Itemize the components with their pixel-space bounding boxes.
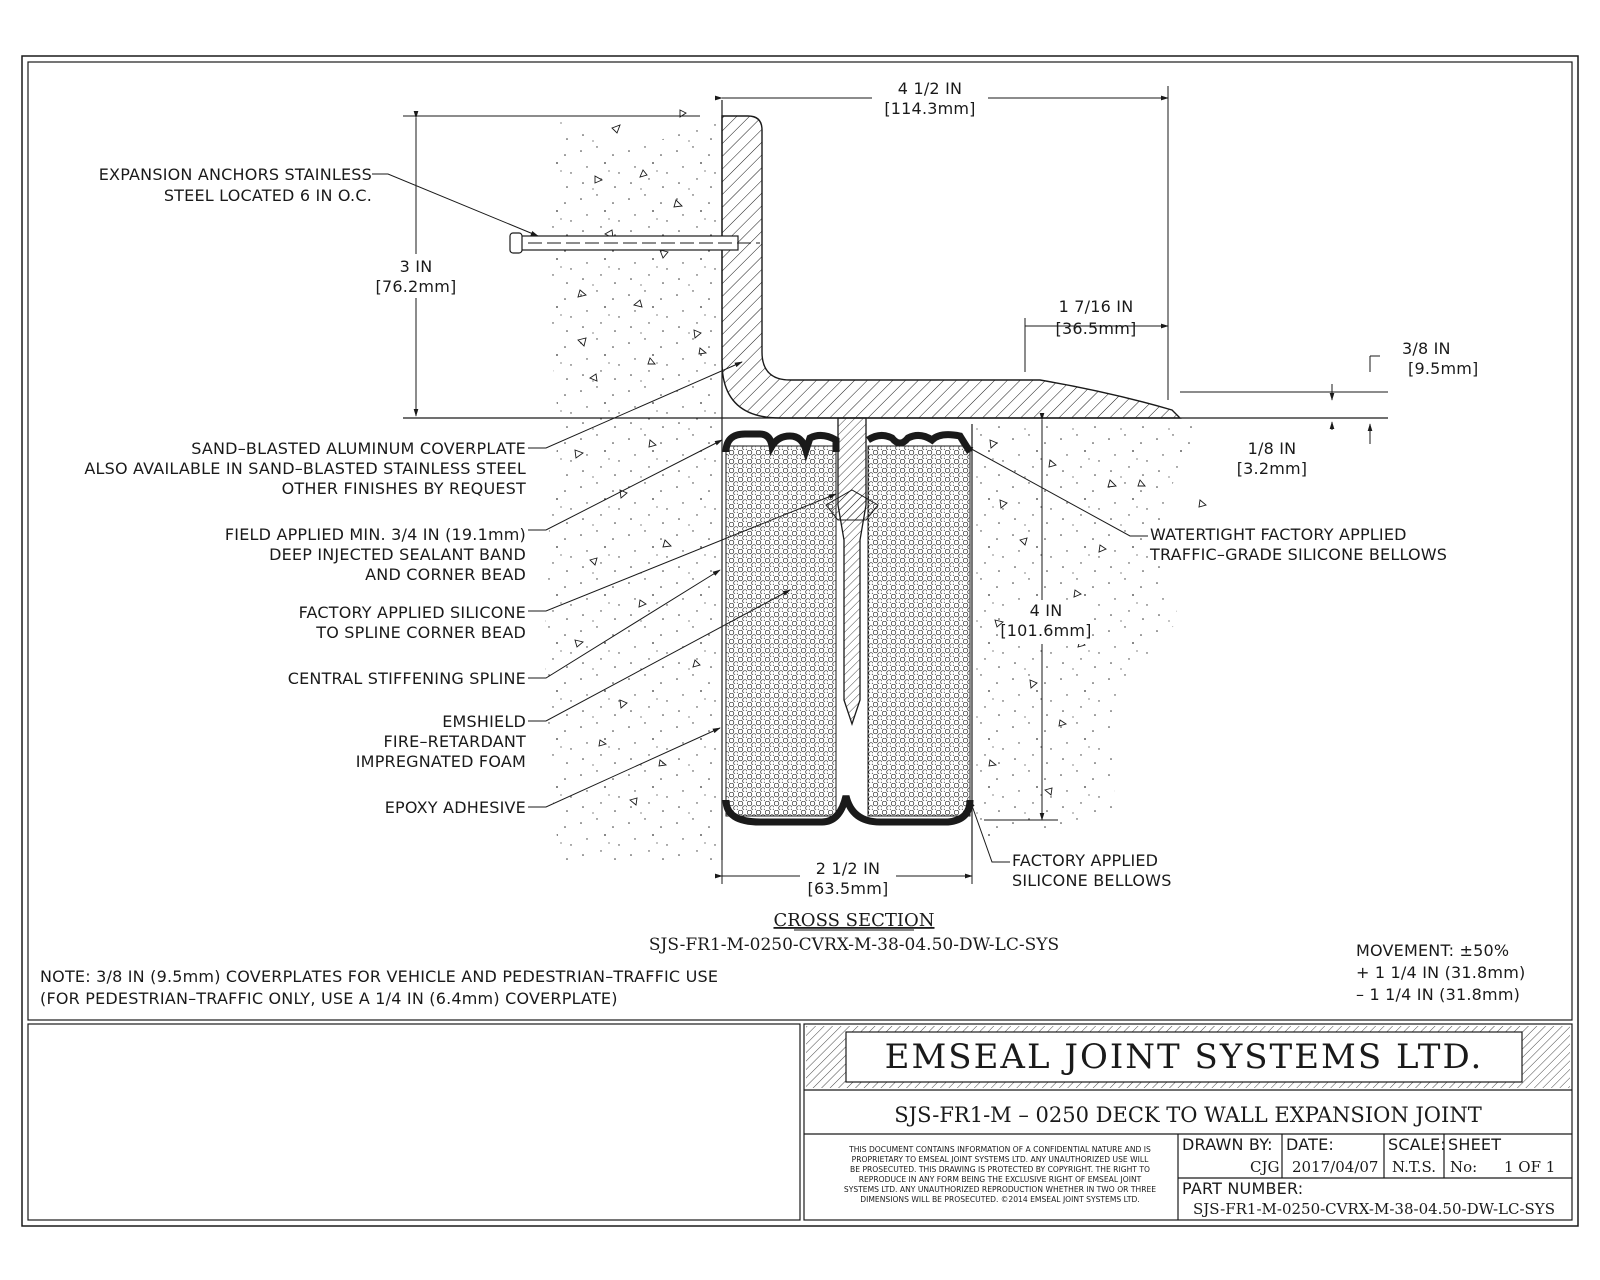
svg-text:[101.6mm]: [101.6mm] [1000,621,1091,640]
svg-text:EMSHIELD: EMSHIELD [442,712,526,731]
svg-text:FIRE–RETARDANT: FIRE–RETARDANT [384,732,527,751]
callout-sealant-band: FIELD APPLIED MIN. 3/4 IN (19.1mm) DEEP … [225,525,526,584]
dim-width-top: 4 1/2 IN [114.3mm] [872,79,988,118]
section-title: CROSS SECTION SJS-FR1-M-0250-CVRX-M-38-0… [649,910,1059,955]
drawn-by-label: DRAWN BY: [1182,1135,1273,1154]
central-stiffening-spline [837,417,867,727]
svg-text:4 IN: 4 IN [1030,601,1063,620]
date-label: DATE: [1286,1135,1334,1154]
company-name: EMSEAL JOINT SYSTEMS LTD. [885,1037,1484,1077]
aluminum-coverplate [721,115,1182,419]
svg-text:FACTORY APPLIED SILICONE: FACTORY APPLIED SILICONE [299,603,526,622]
foam-block-left [725,445,837,817]
callout-anchors: EXPANSION ANCHORS STAINLESS STEEL LOCATE… [99,165,372,205]
dim-plate-thickness: 3/8 IN [9.5mm] [1402,339,1479,378]
svg-text:FIELD APPLIED MIN. 3/4 IN (19.: FIELD APPLIED MIN. 3/4 IN (19.1mm) [225,525,526,544]
concrete-wall [545,118,722,860]
svg-text:PROPRIETARY TO EMSEAL JOINT SY: PROPRIETARY TO EMSEAL JOINT SYSTEMS LTD.… [852,1155,1149,1164]
drawn-by: CJG [1250,1158,1279,1176]
expansion-anchor [509,232,760,254]
sheet-label: SHEET [1448,1135,1501,1154]
blank-box [27,1023,801,1221]
svg-text:DIMENSIONS WILL BE PROSECUTED.: DIMENSIONS WILL BE PROSECUTED. ©2014 EMS… [860,1195,1139,1204]
scale: N.T.S. [1392,1158,1436,1176]
svg-text:NOTE: 3/8 IN (9.5mm) COVERPLA: NOTE: 3/8 IN (9.5mm) COVERPLATES FOR VEH… [40,967,718,986]
svg-text:– 1 1/4 IN (31.8mm): – 1 1/4 IN (31.8mm) [1356,985,1520,1004]
inner-border [27,61,1573,1021]
scale-label: SCALE: [1388,1135,1446,1154]
sheet-no: 1 OF 1 [1504,1158,1555,1176]
disclaimer: THIS DOCUMENT CONTAINS INFORMATION OF A … [844,1145,1156,1204]
svg-text:EPOXY ADHESIVE: EPOXY ADHESIVE [385,798,526,817]
foam-block-right [867,445,971,817]
date: 2017/04/07 [1292,1158,1378,1176]
svg-text:CROSS SECTION: CROSS SECTION [773,910,934,931]
callout-coverplate: SAND–BLASTED ALUMINUM COVERPLATE ALSO AV… [84,439,526,498]
svg-text:FACTORY APPLIED: FACTORY APPLIED [1012,851,1158,870]
svg-text:1 7/16 IN: 1 7/16 IN [1059,297,1134,316]
dim-height-left: 3 IN [76.2mm] [376,254,458,298]
aggregate-marks [574,109,1207,806]
svg-text:STEEL LOCATED 6 IN O.C.: STEEL LOCATED 6 IN O.C. [164,186,372,205]
callout-factory-bellows: FACTORY APPLIED SILICONE BELLOWS [1012,851,1172,890]
svg-text:SJS-FR1-M-0250-CVRX-M-38-04.50: SJS-FR1-M-0250-CVRX-M-38-04.50-DW-LC-SYS [649,935,1059,955]
outer-border [21,55,1579,1227]
svg-text:3 IN: 3 IN [400,257,433,276]
svg-text:[114.3mm]: [114.3mm] [884,99,975,118]
dim-joint-width: 2 1/2 IN [63.5mm] [800,859,896,900]
callout-watertight-bellows: WATERTIGHT FACTORY APPLIED TRAFFIC–GRADE… [1149,525,1447,564]
svg-text:AND CORNER BEAD: AND CORNER BEAD [365,565,526,584]
svg-text:WATERTIGHT FACTORY APPLIED: WATERTIGHT FACTORY APPLIED [1150,525,1407,544]
part-number-label: PART NUMBER: [1182,1179,1303,1198]
note: NOTE: 3/8 IN (9.5mm) COVERPLATES FOR VEH… [40,967,718,1008]
callout-epoxy: EPOXY ADHESIVE [385,798,526,817]
title-block [803,1023,1573,1221]
drawing-title: SJS-FR1-M – 0250 DECK TO WALL EXPANSION … [894,1103,1481,1127]
callout-foam: EMSHIELD FIRE–RETARDANT IMPREGNATED FOAM [356,712,526,771]
svg-text:OTHER FINISHES BY REQUEST: OTHER FINISHES BY REQUEST [282,479,526,498]
movement: MOVEMENT: ±50% + 1 1/4 IN (31.8mm) – 1 1… [1356,941,1525,1004]
svg-text:(FOR PEDESTRIAN–TRAFFIC ONLY,: (FOR PEDESTRIAN–TRAFFIC ONLY, USE A 1/4 … [40,989,618,1008]
svg-text:[36.5mm]: [36.5mm] [1056,319,1137,338]
svg-text:SYSTEMS LTD. ANY UNAUTHORIZED: SYSTEMS LTD. ANY UNAUTHORIZED REPRODUCTI… [844,1185,1156,1194]
svg-text:MOVEMENT: ±50%: MOVEMENT: ±50% [1356,941,1509,960]
callout-spline-bead: FACTORY APPLIED SILICONE TO SPLINE CORNE… [299,603,526,642]
svg-text:BE PROSECUTED. THIS DRAWING IS: BE PROSECUTED. THIS DRAWING IS PROTECTED… [850,1165,1150,1174]
svg-text:ALSO AVAILABLE IN SAND–BLASTED: ALSO AVAILABLE IN SAND–BLASTED STAINLESS… [84,459,526,478]
dim-edge: 1/8 IN [3.2mm] [1237,439,1308,478]
svg-text:EXPANSION ANCHORS STAINLESS: EXPANSION ANCHORS STAINLESS [99,165,372,184]
svg-text:TO SPLINE CORNER BEAD: TO SPLINE CORNER BEAD [315,623,526,642]
svg-text:[63.5mm]: [63.5mm] [808,879,889,898]
svg-text:4 1/2 IN: 4 1/2 IN [898,79,962,98]
callout-spline: CENTRAL STIFFENING SPLINE [288,669,526,688]
silicone-bellows-bottom [722,795,974,826]
svg-text:TRAFFIC–GRADE SILICONE BELLOWS: TRAFFIC–GRADE SILICONE BELLOWS [1149,545,1447,564]
svg-text:[76.2mm]: [76.2mm] [376,277,457,296]
svg-text:SAND–BLASTED ALUMINUM COVERPLA: SAND–BLASTED ALUMINUM COVERPLATE [191,439,526,458]
dim-offset: 1 7/16 IN [36.5mm] [1056,297,1137,338]
svg-text:DEEP INJECTED SEALANT BAND: DEEP INJECTED SEALANT BAND [269,545,526,564]
svg-text:REPRODUCE IN ANY FORM BEING TH: REPRODUCE IN ANY FORM BEING THE EXCLUSIV… [859,1175,1142,1184]
svg-text:2 1/2 IN: 2 1/2 IN [816,859,880,878]
sheet-no-label: No: [1450,1158,1477,1176]
svg-text:SILICONE BELLOWS: SILICONE BELLOWS [1012,871,1172,890]
svg-text:3/8 IN: 3/8 IN [1402,339,1451,358]
part-number: SJS-FR1-M-0250-CVRX-M-38-04.50-DW-LC-SYS [1193,1200,1555,1218]
company-box [845,1031,1523,1083]
svg-text:1/8 IN: 1/8 IN [1248,439,1297,458]
svg-text:[9.5mm]: [9.5mm] [1408,359,1479,378]
svg-text:THIS DOCUMENT CONTAINS INFORMA: THIS DOCUMENT CONTAINS INFORMATION OF A … [848,1145,1151,1154]
svg-text:CENTRAL STIFFENING SPLINE: CENTRAL STIFFENING SPLINE [288,669,526,688]
dim-depth: 4 IN [101.6mm] [1000,600,1091,644]
leader-lines [372,173,1148,863]
svg-text:+ 1 1/4 IN (31.8mm): + 1 1/4 IN (31.8mm) [1356,963,1525,982]
svg-text:IMPREGNATED FOAM: IMPREGNATED FOAM [356,752,526,771]
svg-text:[3.2mm]: [3.2mm] [1237,459,1308,478]
silicone-bellows-top [722,430,973,462]
